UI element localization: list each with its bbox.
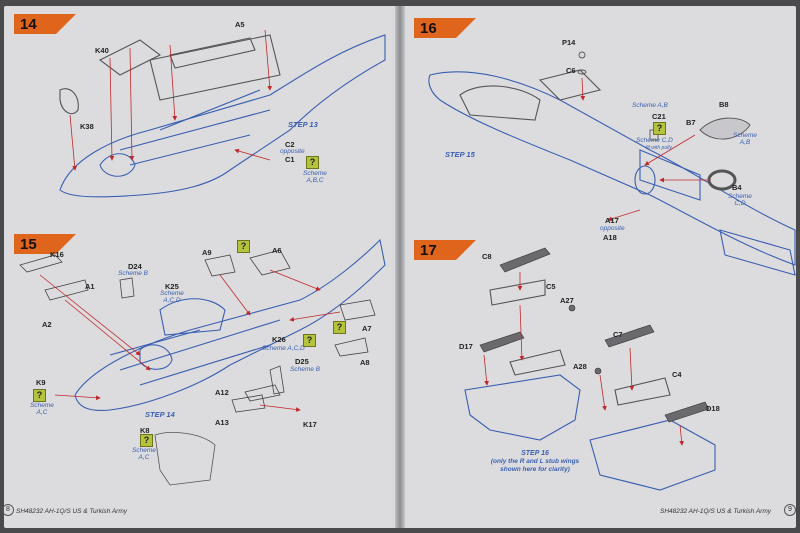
part-label-b4: B4 — [732, 183, 742, 192]
scheme-note-b8: Scheme A,B — [733, 132, 757, 146]
part-label-c7: C7 — [613, 330, 623, 339]
part-label-d17: D17 — [459, 342, 473, 351]
opposite-note: opposite — [280, 148, 305, 155]
book-spine — [395, 6, 405, 528]
part-label-c1: C1 — [285, 155, 295, 164]
part-label-k9: K9 — [36, 378, 46, 387]
step13-reference: STEP 13 — [288, 120, 318, 129]
part-label-c4: C4 — [672, 370, 682, 379]
step16-arrows — [580, 77, 710, 222]
question-icon: ? — [140, 434, 153, 447]
part-label-k40: K40 — [95, 46, 109, 55]
part-label-a6: A6 — [272, 246, 282, 255]
step14-number: 14 — [20, 16, 37, 33]
question-icon: ? — [333, 321, 346, 334]
part-label-a17: A17 — [605, 216, 619, 225]
part-label-a9: A9 — [202, 248, 212, 257]
scheme-note-pully: fit with pully — [646, 145, 672, 151]
step16-tab: 16 — [414, 18, 476, 38]
part-label-d18: D18 — [706, 404, 720, 413]
scheme-note-k25: Scheme A,C,D — [160, 290, 184, 304]
part-label-a8: A8 — [360, 358, 370, 367]
part-label-a27: A27 — [560, 296, 574, 305]
part-label-d24: D24 — [128, 262, 142, 271]
step17-weapons — [479, 247, 710, 423]
part-label-a13: A13 — [215, 418, 229, 427]
part-label-c21: C21 — [652, 112, 666, 121]
question-icon: ? — [33, 389, 46, 402]
part-label-c5: C5 — [546, 282, 556, 291]
part-label-b8: B8 — [719, 100, 729, 109]
step14-tab: 14 — [14, 14, 76, 34]
part-label-a5: A5 — [235, 20, 245, 29]
step16-note: STEP 16 (only the R and L stub wings sho… — [470, 450, 600, 474]
scheme-note: Scheme A,B,C — [303, 170, 327, 184]
scheme-note-d25: Scheme B — [290, 366, 320, 373]
part-label-c2: C2 — [285, 140, 295, 149]
part-label-k25: K25 — [165, 282, 179, 291]
scheme-note-b4: Scheme C,D — [728, 193, 752, 207]
step16-note-line2: (only the R and L stub wings — [490, 458, 580, 465]
step14-helicopter-drawing — [59, 34, 386, 198]
part-label-c6: C6 — [566, 66, 576, 75]
part-label-k16: K16 — [50, 250, 64, 259]
part-label-a18: A18 — [603, 233, 617, 242]
page-number-left: 8 — [2, 504, 14, 516]
question-icon: ? — [306, 156, 319, 169]
scheme-note-k9: Scheme A,C — [30, 402, 54, 416]
step15-arrows — [39, 269, 341, 412]
step15-tab: 15 — [14, 234, 76, 254]
question-icon: ? — [303, 334, 316, 347]
scheme-note-k8: Scheme A,C — [132, 447, 156, 461]
footer-left: SH48232 AH-1Q/S US & Turkish Army — [16, 508, 128, 515]
step14-reference: STEP 14 — [145, 410, 175, 419]
right-page — [401, 6, 796, 528]
part-label-a12: A12 — [215, 388, 229, 397]
part-label-d25: D25 — [295, 357, 309, 366]
part-label-k8: K8 — [140, 426, 150, 435]
question-icon: ? — [653, 122, 666, 135]
scheme-note-cd: Scheme C,D — [636, 137, 673, 144]
step17-arrows — [483, 272, 684, 446]
scheme-note-d24: Scheme B — [118, 270, 148, 277]
part-label-a7: A7 — [362, 324, 372, 333]
part-label-p14: P14 — [562, 38, 576, 47]
left-page — [4, 6, 398, 528]
part-label-a28: A28 — [573, 362, 587, 371]
part-label-a1: A1 — [85, 282, 95, 291]
step16-note-title: STEP 16 — [521, 450, 549, 457]
step14-arrows — [69, 29, 273, 171]
scheme-note-k26: Scheme A,C,D — [262, 345, 305, 352]
step15-reference: STEP 15 — [445, 150, 475, 159]
part-label-a2: A2 — [42, 320, 52, 329]
part-label-c8: C8 — [482, 252, 492, 261]
scheme-note-ab: Scheme A,B — [632, 102, 668, 109]
step16-number: 16 — [420, 20, 437, 37]
footer-right: SH48232 AH-1Q/S US & Turkish Army — [660, 508, 772, 515]
step16-note-line3: shown here for clarity) — [500, 466, 570, 473]
step17-tab: 17 — [414, 240, 476, 260]
step16-helicopter-drawing — [428, 69, 796, 276]
part-label-k38: K38 — [80, 122, 94, 131]
opposite-note-a18: opposite — [600, 225, 625, 232]
step15-parts — [19, 249, 376, 486]
part-label-k17: K17 — [303, 420, 317, 429]
part-label-b7: B7 — [686, 118, 696, 127]
step17-number: 17 — [420, 242, 437, 259]
part-label-k26: K26 — [272, 335, 286, 344]
question-icon: ? — [237, 240, 250, 253]
step15-number: 15 — [20, 236, 37, 253]
page-number-right: 9 — [784, 504, 796, 516]
